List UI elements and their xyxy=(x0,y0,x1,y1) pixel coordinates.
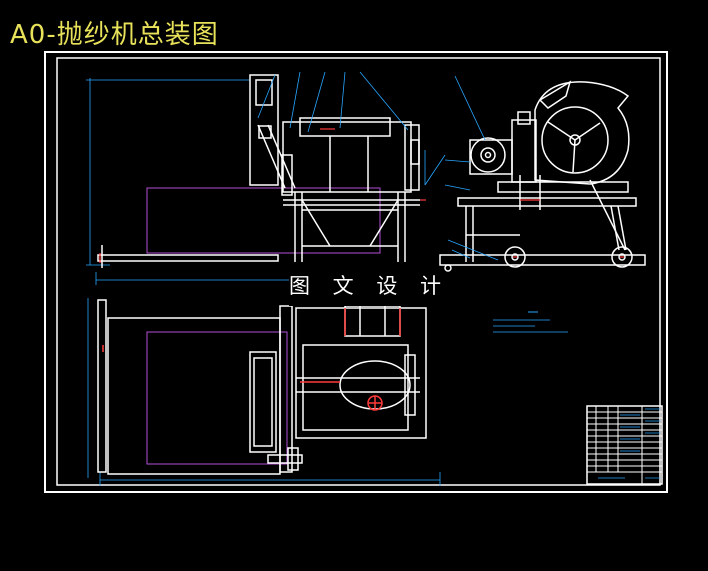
front-view xyxy=(86,71,446,285)
inner-frame xyxy=(56,57,661,486)
watermark-text: 图 文 设 计 xyxy=(289,266,441,306)
technical-notes xyxy=(493,311,568,333)
title-block xyxy=(586,405,663,485)
drawing-title: A0-抛纱机总装图 xyxy=(10,20,219,50)
plan-view xyxy=(87,298,441,486)
side-view xyxy=(439,75,646,272)
outer-frame xyxy=(44,51,668,493)
